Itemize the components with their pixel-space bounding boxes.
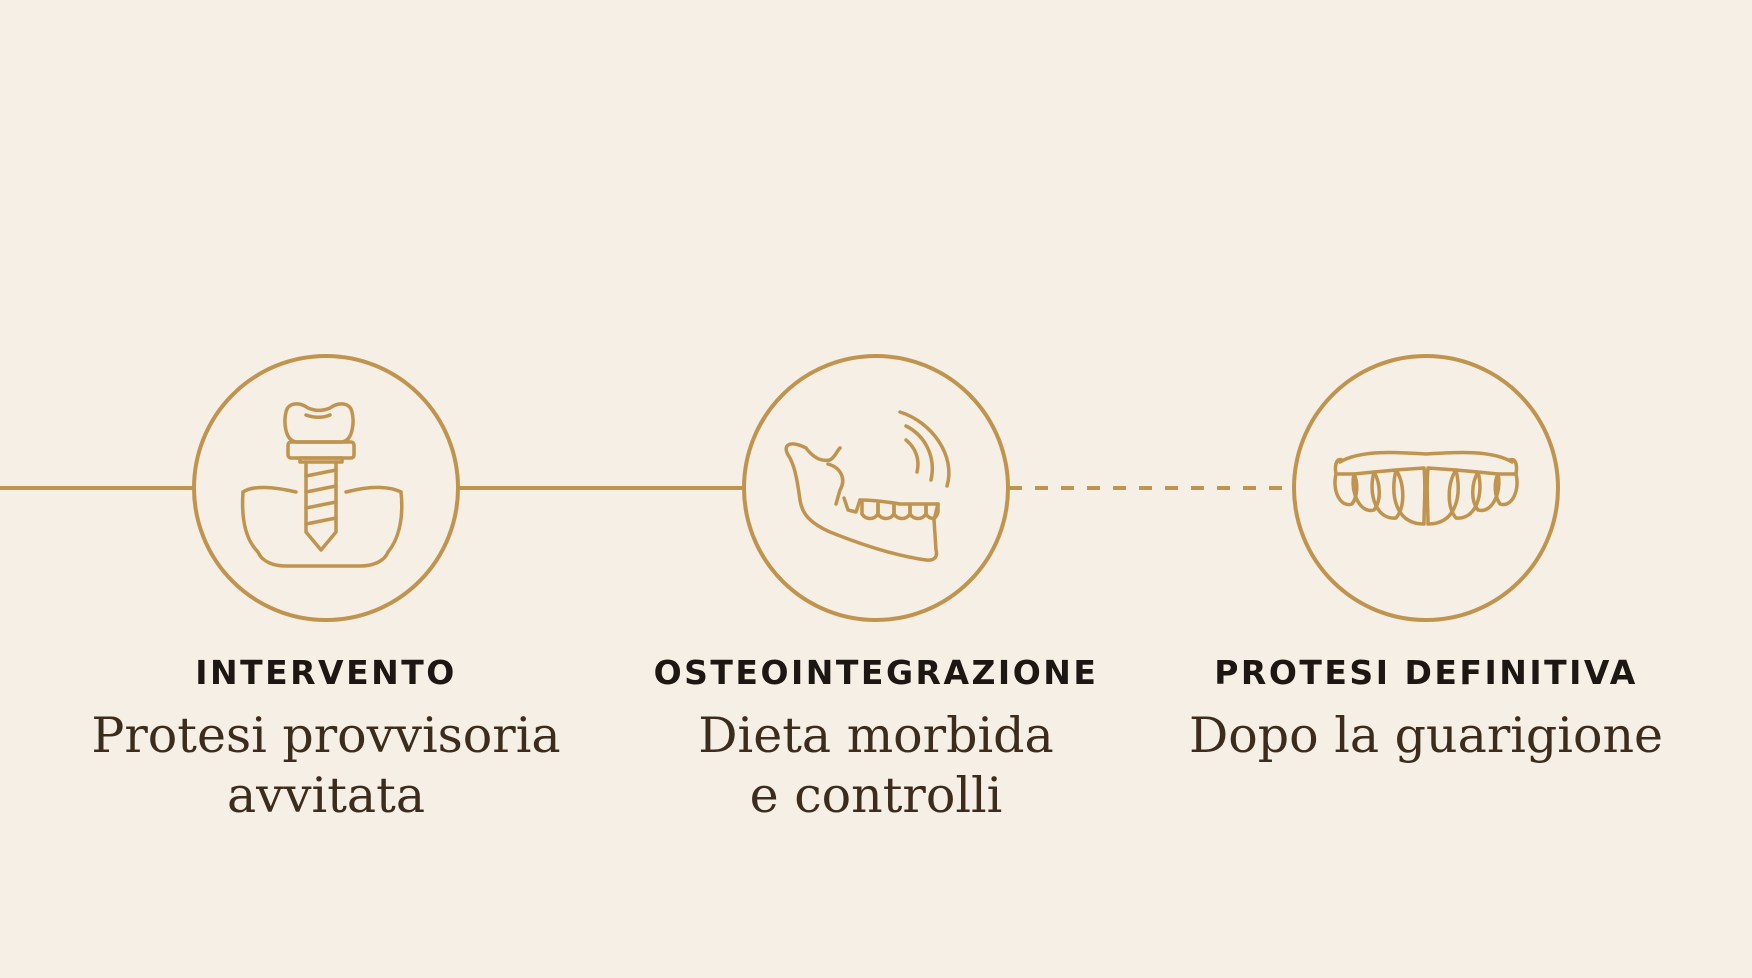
step-title-intervento: INTERVENTO bbox=[195, 653, 457, 692]
step-circle-intervento bbox=[192, 354, 460, 622]
step-subtitle-line: Protesi provvisoria bbox=[91, 707, 561, 764]
dental-implant-icon bbox=[240, 402, 404, 568]
step-subtitle-osteointegrazione: Dieta morbida e controlli bbox=[596, 706, 1156, 826]
step-subtitle-line: Dopo la guarigione bbox=[1188, 707, 1664, 764]
step-title-osteointegrazione: OSTEOINTEGRAZIONE bbox=[653, 653, 1099, 692]
teeth-arch-icon bbox=[1333, 450, 1519, 526]
step-subtitle-line: e controlli bbox=[749, 767, 1003, 824]
step-protesi-definitiva: PROTESI DEFINITIVA Dopo la guarigione bbox=[1146, 652, 1706, 766]
step-osteointegrazione: OSTEOINTEGRAZIONE Dieta morbida e contro… bbox=[596, 652, 1156, 826]
step-subtitle-protesi-definitiva: Dopo la guarigione bbox=[1146, 706, 1706, 766]
step-subtitle-line: Dieta morbida bbox=[698, 707, 1054, 764]
step-subtitle-intervento: Protesi provvisoria avvitata bbox=[46, 706, 606, 826]
step-intervento: INTERVENTO Protesi provvisoria avvitata bbox=[46, 652, 606, 826]
step-title-protesi-definitiva: PROTESI DEFINITIVA bbox=[1214, 653, 1638, 692]
step-circle-osteointegrazione bbox=[742, 354, 1010, 622]
jaw-chewing-icon bbox=[784, 410, 951, 562]
step-circle-protesi-definitiva bbox=[1292, 354, 1560, 622]
step-subtitle-line: avvitata bbox=[226, 767, 426, 824]
